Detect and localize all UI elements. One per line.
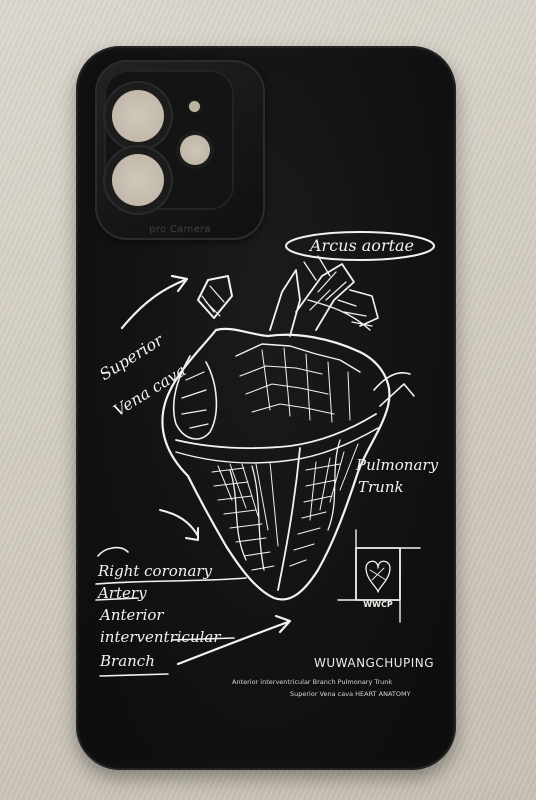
heart-outline [161,327,391,601]
aorta-outline [197,275,233,319]
label-right-coronary-line2: Artery [98,584,147,602]
logo-text: WWCP [363,600,393,609]
mic-hole [189,101,200,112]
logo-frame [355,547,401,601]
arrow-upper-left [120,278,187,330]
label-anterior-line1: Anterior [100,606,164,624]
camera-lens-top [112,90,164,142]
tagline-line1: Anterior interventricular Branch Pulmona… [232,678,393,686]
tagline-line2: Superior Vena cava HEART ANATOMY [290,690,411,698]
label-anterior-line2: interventricular [100,628,221,646]
flash-cutout [180,135,210,165]
camera-lens-bottom [112,154,164,206]
label-pulmonary-line2: Trunk [358,478,404,496]
camera-engraving: pro Camera [149,224,211,235]
label-arcus-aortae: Arcus aortae [310,236,415,255]
label-right-coronary-line1: Right coronary [98,562,213,580]
brand-name: WUWANGCHUPING [314,656,435,670]
arrow-lower-left [159,509,199,537]
arcus-oval [285,231,435,261]
label-pulmonary-line1: Pulmonary [356,456,439,474]
arrow-bottom [176,620,290,666]
label-anterior-line3: Branch [100,652,155,670]
